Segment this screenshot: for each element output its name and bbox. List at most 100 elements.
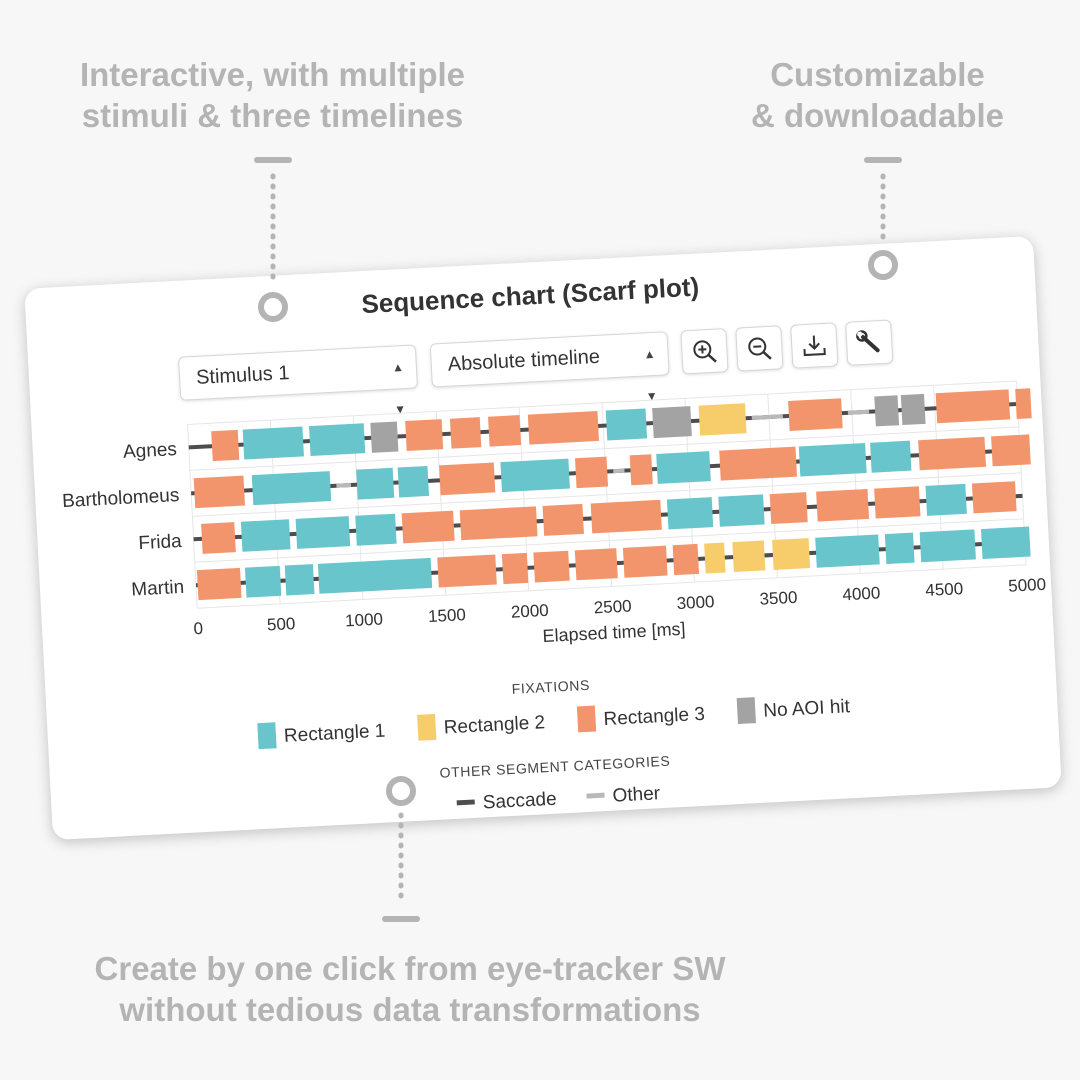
callout-line: without tedious data transformations: [119, 991, 701, 1028]
fixation-segment-rect3: [918, 436, 987, 471]
fixation-segment-rect1: [240, 519, 291, 552]
fixation-segment-rect3: [672, 543, 700, 576]
grid-line: [189, 426, 1019, 471]
fixation-segment-rect1: [884, 532, 915, 565]
legend-item: Rectangle 1: [257, 721, 386, 750]
fixation-segment-rect3: [449, 417, 482, 449]
fixation-segment-rect1: [355, 513, 397, 546]
fixation-segment-rect1: [919, 529, 976, 563]
callout-line: Interactive, with multiple: [79, 56, 466, 93]
x-tick-label: 4500: [925, 579, 964, 600]
fixation-segment-rect1: [718, 494, 765, 527]
zoom-out-button[interactable]: [735, 325, 784, 372]
legend-item: Saccade: [456, 789, 557, 814]
legend-item: No AOI hit: [736, 696, 851, 725]
fixation-segment-rect3: [629, 454, 653, 486]
x-tick-label: 4000: [842, 583, 881, 604]
legend-label: Other: [612, 783, 661, 806]
legend-swatch: [257, 722, 277, 750]
download-button[interactable]: [790, 322, 839, 369]
fixation-segment-rect1: [666, 497, 714, 530]
legend-swatch: [736, 697, 756, 725]
x-tick-label: 2000: [510, 601, 549, 622]
other-segment: [847, 409, 870, 415]
grid-line: [192, 472, 1022, 517]
fixation-segment-rect3: [935, 389, 1011, 424]
fixation-segment-rect3: [201, 522, 236, 554]
fixation-segment-rect1: [284, 564, 315, 596]
fixation-segment-rect3: [991, 434, 1031, 467]
grid-line: [197, 564, 1027, 609]
fixation-segment-rect1: [244, 565, 282, 598]
fixation-segment-rect3: [542, 503, 584, 536]
fixation-segment-rect1: [356, 467, 395, 500]
fixation-segment-rect1: [309, 423, 366, 457]
fixation-segment-rect2: [732, 540, 766, 573]
fixation-segment-rect3: [501, 552, 529, 585]
fixation-segment-rect3: [874, 486, 921, 519]
fixation-segment-rect3: [196, 567, 242, 601]
download-icon: [803, 335, 826, 357]
fixation-segment-rect3: [788, 398, 843, 431]
x-tick-label: 1000: [345, 610, 384, 631]
fixation-segment-rect3: [533, 550, 570, 583]
fixation-segment-rect1: [251, 471, 332, 506]
x-tick-label: 5000: [1008, 575, 1047, 596]
fixation-segment-noaoi: [874, 395, 900, 427]
legend-swatch: [576, 705, 597, 733]
zoom-in-icon: [693, 340, 717, 363]
fixation-segment-rect1: [815, 534, 880, 568]
participant-label: Frida: [138, 531, 183, 554]
participant-label: Agnes: [123, 439, 178, 463]
x-tick-label: 3500: [759, 588, 798, 609]
x-tick-label: 0: [193, 619, 203, 638]
fixation-segment-rect1: [798, 443, 867, 477]
other-segment: [336, 482, 352, 488]
fixation-segment-rect2: [704, 542, 726, 574]
fixation-segment-rect1: [980, 526, 1031, 560]
callout-line: stimuli & three timelines: [81, 97, 464, 134]
fixation-segment-rect1: [500, 458, 570, 493]
fixation-segment-rect3: [437, 554, 497, 588]
fixation-segment-rect1: [397, 465, 430, 498]
connector-right: [864, 157, 902, 280]
fixation-segment-rect3: [527, 410, 600, 445]
fixation-segment-rect1: [870, 440, 912, 473]
settings-button[interactable]: [845, 319, 894, 366]
grid-line: [194, 518, 1024, 563]
fixation-segment-rect3: [1015, 388, 1032, 420]
fixation-segment-rect3: [816, 488, 870, 522]
zoom-in-button[interactable]: [680, 328, 729, 375]
marks-layer: [188, 388, 1032, 601]
legend-swatch: [417, 713, 437, 741]
callout-interactive: Interactive, with multiple stimuli & thr…: [30, 54, 515, 136]
legend-label: No AOI hit: [763, 696, 851, 722]
fixation-segment-rect1: [605, 408, 648, 441]
x-tick-label: 1500: [428, 605, 467, 626]
wrench-icon: [856, 330, 880, 353]
scarf-plot-card: Sequence chart (Scarf plot) Stimulus 1 ▲…: [24, 235, 1062, 841]
fixation-segment-rect1: [925, 483, 967, 516]
fixation-segment-rect2: [698, 403, 747, 436]
fixation-segment-noaoi: [370, 421, 399, 453]
x-tick-label: 500: [266, 614, 295, 634]
legend-line-swatch: [586, 792, 605, 799]
fixation-segment-rect3: [459, 506, 538, 541]
fixation-segment-rect1: [656, 451, 711, 484]
fixation-segment-noaoi: [900, 393, 926, 426]
fixation-segment-noaoi: [652, 406, 692, 439]
connector-bottom: [382, 776, 420, 922]
fixation-segment-rect3: [405, 419, 444, 452]
fixation-segment-rect3: [401, 510, 455, 544]
fixation-segment-rect3: [193, 475, 246, 509]
legend-fixations-title: FIXATIONS: [511, 677, 590, 697]
fixation-segment-rect3: [971, 481, 1017, 514]
legend-label: Saccade: [482, 789, 557, 814]
fixation-segment-rect3: [574, 456, 609, 489]
fixation-segment-rect3: [719, 446, 798, 481]
fixation-segment-rect1: [295, 516, 351, 549]
callout-one-click: Create by one click from eye-tracker SW …: [20, 948, 800, 1030]
